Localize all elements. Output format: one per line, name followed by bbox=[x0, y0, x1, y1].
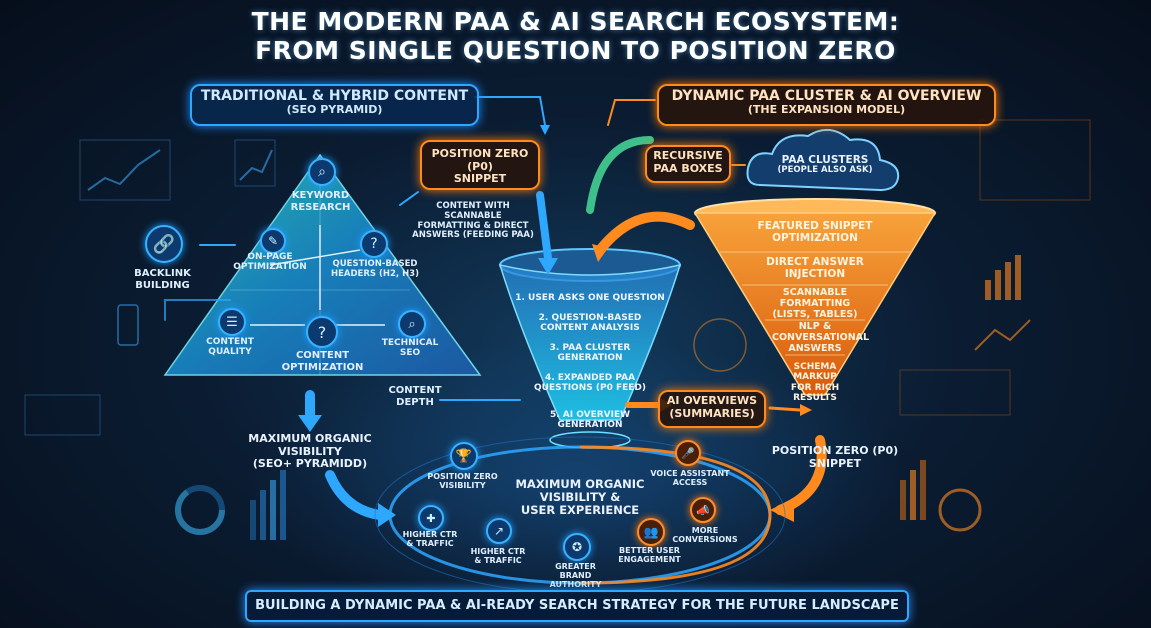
left-section-header: TRADITIONAL & HYBRID CONTENT (SEO PYRAMI… bbox=[190, 84, 479, 126]
funnel-step-5: 5. AI OVERVIEW GENERATION bbox=[549, 410, 631, 431]
center-result-line2: VISIBILITY & bbox=[539, 490, 621, 505]
right-header-line2: (THE EXPANSION MODEL) bbox=[747, 103, 906, 117]
center-funnel bbox=[498, 263, 682, 421]
paa-clusters-line1: PAA CLUSTERS bbox=[781, 154, 869, 166]
funnel-step-2: 2. QUESTION-BASED CONTENT ANALYSIS bbox=[538, 313, 642, 334]
question-headers-label: QUESTION-BASED HEADERS (H2, H3) bbox=[330, 259, 419, 279]
content-optimization-label: CONTENT OPTIMIZATION bbox=[281, 350, 364, 373]
paa-clusters-line2: (PEOPLE ALSO ASK) bbox=[777, 165, 873, 176]
trophy-icon: 🏆 bbox=[450, 442, 478, 470]
position-zero-box: POSITION ZERO (P0) SNIPPET bbox=[420, 140, 540, 190]
benefit-position-zero: POSITION ZERO VISIBILITY bbox=[427, 472, 498, 491]
content-quality-label: CONTENT QUALITY bbox=[206, 337, 254, 358]
users-icon: 👥 bbox=[637, 518, 665, 546]
right-section-header: DYNAMIC PAA CLUSTER & AI OVERVIEW (THE E… bbox=[657, 84, 996, 126]
trend-up-icon: ↗ bbox=[486, 518, 512, 544]
bottom-banner-text: BUILDING A DYNAMIC PAA & AI-READY SEARCH… bbox=[255, 598, 899, 613]
right-dashboard-decoration bbox=[693, 119, 1091, 532]
content-optimization-icon: ? bbox=[306, 316, 338, 348]
benefit-higher-ctr-2: HIGHER CTR & TRAFFIC bbox=[470, 547, 526, 566]
page-title: THE MODERN PAA & AI SEARCH ECOSYSTEM: FR… bbox=[150, 7, 1001, 66]
technical-seo-icon: ⌕ bbox=[398, 310, 426, 338]
title-line-2: FROM SINGLE QUESTION TO POSITION ZERO bbox=[255, 35, 896, 65]
left-dashboard-decoration bbox=[24, 139, 286, 540]
ai-overviews-box: AI OVERVIEWS (SUMMARIES) bbox=[658, 390, 766, 428]
max-organic-left-line3: (SEO+ PYRAMIDD) bbox=[252, 457, 368, 471]
left-header-line1: TRADITIONAL & HYBRID CONTENT bbox=[200, 88, 469, 104]
title-line-1: THE MODERN PAA & AI SEARCH ECOSYSTEM: bbox=[251, 7, 900, 36]
ai-overviews-line1: AI OVERVIEWS bbox=[666, 394, 758, 407]
orange-step-1: FEATURED SNIPPET OPTIMIZATION bbox=[757, 220, 873, 245]
orange-step-3: SCANNABLE FORMATTING (LISTS, TABLES) bbox=[772, 287, 858, 320]
medal-icon: ✪ bbox=[563, 533, 591, 561]
on-page-label: ON-PAGE OPTIMIZATION bbox=[233, 252, 307, 273]
benefit-voice: VOICE ASSISTANT ACCESS bbox=[650, 469, 730, 488]
backlink-label: BACKLINK BUILDING bbox=[134, 268, 191, 291]
recursive-paa-box: RECURSIVE PAA BOXES bbox=[645, 145, 731, 183]
link-icon: 🔗 bbox=[145, 225, 183, 263]
left-header-line2: (SEO PYRAMID) bbox=[286, 103, 383, 117]
p0-box-line1: POSITION ZERO (P0) bbox=[431, 147, 529, 173]
benefit-engagement: BETTER USER ENGAGEMENT bbox=[618, 546, 681, 565]
benefit-conversions: MORE CONVERSIONS bbox=[672, 526, 738, 545]
p0-box-line2: SNIPPET bbox=[453, 172, 507, 186]
right-header-line1: DYNAMIC PAA CLUSTER & AI OVERVIEW bbox=[671, 88, 982, 104]
position-zero-right: POSITION ZERO (P0) SNIPPET bbox=[770, 444, 900, 470]
recursive-line1: RECURSIVE bbox=[653, 149, 723, 162]
p0-right-line1: POSITION ZERO (P0) bbox=[771, 444, 899, 457]
content-with-label: CONTENT WITH SCANNABLE FORMATTING & DIRE… bbox=[412, 201, 534, 241]
technical-seo-label: TECHNICAL SEO bbox=[381, 338, 439, 359]
badge-icon: ✚ bbox=[418, 505, 444, 531]
bottom-banner: BUILDING A DYNAMIC PAA & AI-READY SEARCH… bbox=[245, 590, 909, 622]
orange-step-2: DIRECT ANSWER INJECTION bbox=[766, 256, 864, 281]
max-organic-left-line2: VISIBILITY bbox=[278, 444, 342, 458]
orange-step-4: NLP & CONVERSATIONAL ANSWERS bbox=[772, 321, 870, 354]
content-quality-icon: ☰ bbox=[218, 308, 246, 336]
ai-overviews-line2: (SUMMARIES) bbox=[669, 406, 755, 420]
megaphone-icon: 📣 bbox=[690, 497, 716, 523]
orange-step-5: SCHEMA MARKUP FOR RICH RESULTS bbox=[790, 362, 840, 404]
funnel-step-4: 4. EXPANDED PAA QUESTIONS (P0 FEED) bbox=[533, 373, 646, 394]
benefit-higher-ctr-1: HIGHER CTR & TRAFFIC bbox=[402, 530, 458, 549]
paa-cloud bbox=[746, 129, 900, 192]
center-result-line1: MAXIMUM ORGANIC bbox=[515, 477, 645, 491]
microphone-icon: 🎤 bbox=[675, 440, 701, 466]
max-organic-left: MAXIMUM ORGANIC VISIBILITY (SEO+ PYRAMID… bbox=[230, 432, 390, 471]
benefit-brand: GREATER BRAND AUTHORITY bbox=[549, 562, 602, 590]
content-depth-label: CONTENT DEPTH bbox=[388, 385, 442, 408]
center-result: MAXIMUM ORGANIC VISIBILITY & USER EXPERI… bbox=[490, 477, 670, 518]
orange-funnel bbox=[693, 212, 937, 396]
paa-clusters-label: PAA CLUSTERS (PEOPLE ALSO ASK) bbox=[760, 154, 890, 176]
funnel-step-3: 3. PAA CLUSTER GENERATION bbox=[549, 343, 631, 364]
keyword-research-label: KEYWORD RESEARCH bbox=[290, 190, 351, 213]
funnel-step-1: 1. USER ASKS ONE QUESTION bbox=[515, 293, 665, 303]
on-page-icon: ✎ bbox=[260, 228, 286, 254]
p0-right-line2: SNIPPET bbox=[808, 456, 862, 470]
center-result-line3: USER EXPERIENCE bbox=[520, 503, 640, 518]
search-icon: ⌕ bbox=[308, 158, 336, 186]
recursive-line2: PAA BOXES bbox=[653, 161, 723, 175]
max-organic-left-line1: MAXIMUM ORGANIC bbox=[248, 432, 372, 445]
question-icon: ? bbox=[360, 230, 388, 258]
